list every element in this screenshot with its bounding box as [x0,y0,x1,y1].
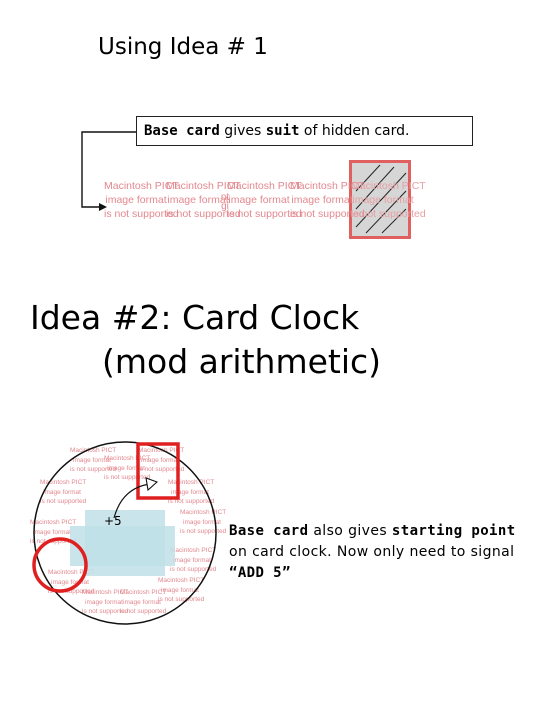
placeholder-line: image format [105,194,167,206]
caption-text: on card clock. Now only need to signal [229,544,515,560]
callout-term-base-card: Base card [144,123,220,139]
placeholder-line: image format [183,518,221,526]
placeholder-line: Macintosh PICT [170,547,217,554]
placeholder-line: Macintosh PICT [351,180,426,192]
placeholder-line: is not supported [30,538,77,545]
placeholder-line: is not supported [48,588,95,595]
callout-text: of hidden card. [299,123,410,139]
placeholder-line: image format [167,194,229,206]
card-placeholder: Macintosh PICT image format is not support… [104,179,179,221]
placeholder-line: Macintosh PICT [166,180,241,192]
placeholder-line: Macintosh PICT [40,479,87,486]
placeholder-line: is not supported [40,498,87,505]
placeholder-line: is not supported [82,608,129,615]
placeholder-line: Macintosh PICT [158,577,205,584]
placeholder-line: is not supported [227,208,302,220]
placeholder-line: is not supported [351,208,426,220]
placeholder-line: image format [171,488,209,496]
placeholder-line: is not supported [138,466,185,473]
placeholder-line: image format [291,194,353,206]
placeholder-line: Macintosh PICT [227,180,302,192]
placeholder-line: image format [352,194,414,206]
step-label: +5 [104,514,122,528]
placeholder-line: is not supported [158,596,205,603]
placeholder-line: image format [51,578,89,586]
placeholder-line: is not supported [104,208,179,220]
placeholder-line: image format [228,194,290,206]
placeholder-line: is not supported [168,498,215,505]
card-placeholder: Macintosh PICT image format is not support… [227,179,302,221]
callout-term-suit: suit [265,123,300,139]
placeholder-line: Macintosh PICT [290,180,365,192]
idea2-title-line2: (mod arithmetic) [102,342,382,381]
placeholder-line: image format [141,456,179,464]
idea1-title: Using Idea # 1 [98,34,268,60]
idea2-title: Idea #2: Card Clock (mod arithmetic) [30,296,381,384]
placeholder-line: is not supported [290,208,365,220]
clock-card-placeholder: Macintosh PICT image format is not support… [168,478,215,507]
placeholder-line: image format [123,598,161,606]
hidden-card-placeholder: Macintosh PICT image format is not support… [351,179,426,221]
clock-card-placeholder: Macintosh PICT image format is not support… [180,508,227,537]
curved-arrow-icon [113,477,159,519]
placeholder-line: Macintosh PICT [104,180,179,192]
placeholder-line: is not supported [166,208,241,220]
idea2-caption: Base card also gives starting point on c… [229,521,534,584]
clock-card-placeholder: Macintosh PICT image format is not support… [48,568,95,597]
base-card-callout: Base card gives suit of hidden card. [136,116,473,146]
hatch-pattern-icon [355,164,407,234]
hidden-card [349,160,411,239]
placeholder-line: Macintosh PICT [48,569,95,576]
card-placeholder: Macintosh PICT image format is not support… [290,179,365,221]
placeholder-line: Macintosh PICT [168,479,215,486]
placeholder-line: is not supported [170,566,217,573]
placeholder-line: Macintosh PICT [180,509,227,516]
callout-text: gives [219,123,266,139]
placeholder-line: image format [43,488,81,496]
caption-text: also gives [308,523,392,539]
caption-signal: “ADD 5” [229,565,291,581]
arrow-connector-icon [81,131,136,211]
placeholder-line: Macintosh PICT [138,447,185,454]
placeholder-line: image format [173,556,211,564]
caption-term-base-card: Base card [229,523,309,539]
caption-term-starting-point: starting point [391,523,516,539]
placeholder-line: is not supported [180,528,227,535]
placeholder-line: image format [85,598,123,606]
placeholder-line: image format [33,528,71,536]
overlap-fragment: nt gi [220,192,230,212]
placeholder-line: Macintosh PICT [30,519,77,526]
idea2-title-line1: Idea #2: Card Clock [30,298,360,337]
clock-card-placeholder: Macintosh PICT image format is not support… [170,546,217,575]
card-placeholder: Macintosh PICT image format is not support… [166,179,241,221]
clock-card-placeholder: Macintosh PICT image format is not support… [30,518,77,547]
clock-card-placeholder: Macintosh PICT image format is not support… [138,446,185,475]
clock-card-placeholder: Macintosh PICT image format is not support… [40,478,87,507]
